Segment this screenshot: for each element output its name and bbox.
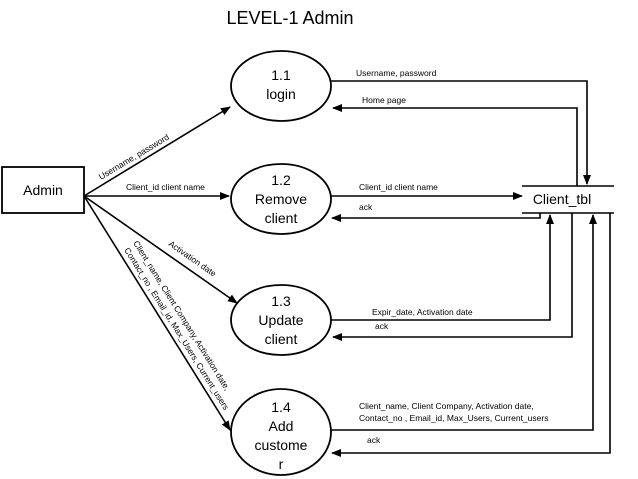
flow-login-to-store (331, 80, 591, 185)
process-1-3-number: 1.3 (271, 293, 291, 309)
flow-add-to-store-label-line2: Contact_no , Email_id, Max_Users, Curren… (359, 413, 548, 423)
flow-login-to-store-label: Username, password (356, 68, 437, 78)
process-1-3-name-line2: client (265, 331, 298, 347)
process-1-4-circle (230, 388, 332, 476)
data-store-label: Client_tbl (533, 191, 591, 207)
process-1-4: 1.4 Add custome r (230, 388, 332, 476)
flow-store-to-add (331, 213, 611, 457)
flow-remove-to-store-label: Client_id client name (359, 182, 438, 192)
flow-add-to-store-label-line1: Client_name, Client Company, Activation … (359, 401, 534, 411)
process-1-4-name-line3: r (279, 456, 284, 472)
flow-admin-to-add (83, 195, 231, 431)
process-1-2-name-line1: Remove (255, 191, 307, 207)
flow-update-to-store-label: Expir_date, Activation date (372, 307, 473, 317)
process-1-1-number: 1.1 (271, 67, 291, 83)
admin-entity-label: Admin (23, 182, 63, 198)
flow-store-to-add-label: ack (367, 435, 381, 445)
flow-store-to-update-label: ack (375, 321, 389, 331)
process-1-2: 1.2 Remove client (230, 163, 332, 235)
flow-add-to-store (331, 214, 597, 431)
flow-admin-to-add-label-line1: Client_name, Client Company, Activation … (131, 239, 232, 392)
admin-entity-box (1, 166, 85, 214)
flow-admin-to-login-label: Username, password (97, 132, 171, 182)
flow-store-to-remove-label: ack (359, 202, 373, 212)
flow-admin-to-remove-label: Client_id client name (126, 182, 205, 192)
flow-store-to-login-label: Home page (362, 95, 406, 105)
process-1-1-name: login (266, 86, 296, 102)
process-1-4-number: 1.4 (271, 399, 291, 415)
process-1-2-circle (230, 163, 332, 235)
flow-admin-to-update (83, 195, 238, 304)
flow-admin-to-login (83, 106, 231, 197)
flow-store-to-remove (331, 213, 541, 222)
process-1-4-name-line1: Add (269, 418, 294, 434)
process-1-1-circle (230, 50, 332, 122)
process-1-3: 1.3 Update client (230, 284, 332, 356)
diagram-title: LEVEL-1 Admin (226, 8, 353, 28)
process-1-1: 1.1 login (230, 50, 332, 122)
flow-update-to-store (331, 214, 554, 321)
flow-store-to-login (332, 104, 578, 186)
process-1-2-number: 1.2 (271, 172, 291, 188)
process-1-3-name-line1: Update (258, 312, 303, 328)
flow-store-to-update (332, 213, 573, 341)
process-1-4-name-line2: custome (255, 437, 308, 453)
process-1-2-name-line2: client (265, 210, 298, 226)
